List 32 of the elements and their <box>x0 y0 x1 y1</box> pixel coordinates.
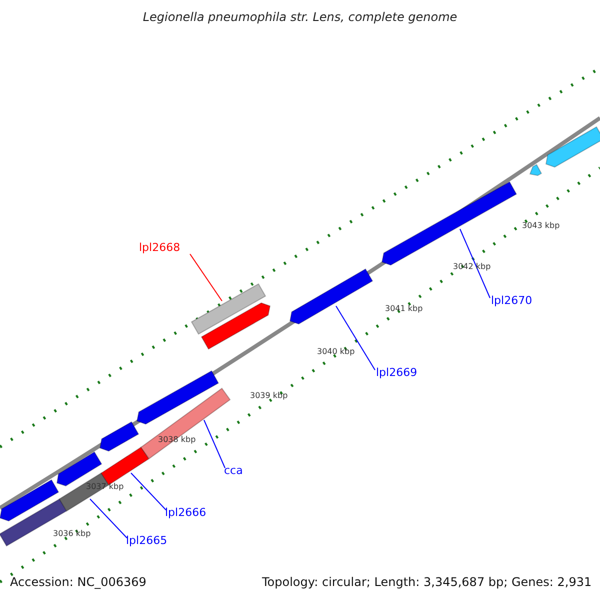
leader-line <box>336 306 376 370</box>
tick-label: 3042 kbp <box>453 263 491 271</box>
gene-label: lpl2670 <box>491 295 532 306</box>
leader-line <box>460 228 490 298</box>
leader-line <box>90 498 128 538</box>
gene-block <box>200 302 271 350</box>
gene-label: cca <box>224 465 243 476</box>
chart-title: Legionella pneumophila str. Lens, complete genome <box>142 11 458 23</box>
footer-text: Topology: circular; Length: 3,345,687 bp; Genes: 2,931 <box>262 576 592 588</box>
gene-block <box>190 283 266 335</box>
tick-label: 3037 kbp <box>86 483 124 491</box>
gene-block <box>136 370 220 425</box>
gene-block <box>140 388 231 460</box>
gene-label: lpl2665 <box>126 535 168 546</box>
gene-label: lpl2668 <box>139 242 180 253</box>
gene-block <box>58 472 110 512</box>
footer-text: Accession: NC_006369 <box>10 576 146 588</box>
leader-line <box>130 472 166 510</box>
tick-label: 3036 kbp <box>53 530 91 538</box>
tick-label: 3038 kbp <box>158 436 196 444</box>
tick-label: 3039 kbp <box>250 392 288 400</box>
gene-label: lpl2666 <box>165 507 206 518</box>
leader-line <box>190 254 222 302</box>
gene-label: lpl2669 <box>376 367 418 378</box>
gene-block <box>99 421 140 452</box>
tick-label: 3041 kbp <box>385 305 423 313</box>
gene-block <box>529 164 542 176</box>
gene-block <box>289 268 374 325</box>
tick-label: 3040 kbp <box>317 348 355 356</box>
gene-block <box>0 479 60 522</box>
leader-line <box>204 420 226 468</box>
gene-block <box>545 126 600 168</box>
